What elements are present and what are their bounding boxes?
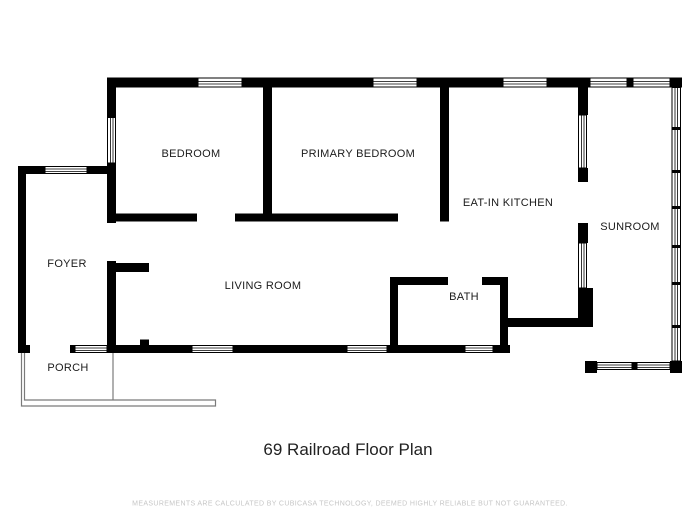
wall-segment [482,277,508,285]
wall-segment [18,166,45,174]
wall-segment [578,288,593,327]
wall-segment [547,77,590,88]
window-symbol [346,345,388,353]
wall-segment [578,87,588,115]
wall-segment [107,345,192,353]
window-symbol [596,362,633,370]
window-divider [671,282,681,285]
wall-segment [87,166,115,174]
wall-corner [670,77,682,88]
window-symbol [578,114,587,169]
window-symbol [671,87,681,362]
wall-segment [390,277,398,353]
window-divider [671,127,681,130]
wall-segment [508,318,593,327]
window-symbol [44,166,88,174]
wall-segment [390,277,448,285]
wall-segment [107,163,116,223]
room-label-sunroom: SUNROOM [600,221,660,233]
room-label-primary-bedroom: PRIMARY BEDROOM [300,148,416,160]
plan-title: 69 Railroad Floor Plan [263,440,433,459]
window-symbol [74,345,108,353]
window-symbol [197,77,243,88]
window-divider [627,77,633,88]
wall-segment [493,345,510,353]
window-divider [632,362,637,370]
wall-segment [263,87,272,222]
porch-outline [20,353,217,407]
wall-segment [578,223,588,243]
window-divider [671,325,681,328]
wall-segment [108,263,149,272]
disclaimer-text: MEASUREMENTS ARE CALCULATED BY CUBICASA … [132,500,568,508]
room-label-bath: BATH [449,291,479,303]
room-label-living-room: LIVING ROOM [224,280,302,292]
room-label-eat-in-kitchen: EAT-IN KITCHEN [462,197,554,209]
wall-segment [233,345,347,353]
room-label-porch: PORCH [47,362,89,374]
wall-segment [107,261,116,353]
window-divider [671,245,681,248]
wall-segment [18,345,30,353]
wall-corner [585,361,597,373]
wall-segment [578,168,588,182]
wall-segment [107,77,198,88]
wall-segment [500,277,508,353]
room-label-foyer: FOYER [47,258,87,270]
window-symbol [632,77,671,88]
window-symbol [636,362,671,370]
door-jamb [140,339,149,346]
wall-segment [107,213,197,222]
window-symbol [578,242,587,289]
wall-segment [107,77,116,118]
wall-segment [235,213,398,222]
wall-segment [417,77,503,88]
window-symbol [464,345,494,353]
wall-segment [18,166,26,353]
wall-segment [242,77,373,88]
window-symbol [372,77,418,88]
window-symbol [589,77,628,88]
window-symbol [502,77,548,88]
room-label-bedroom: BEDROOM [161,148,221,160]
window-divider [70,345,75,353]
window-symbol [107,117,116,164]
window-symbol [191,345,234,353]
window-divider [671,206,681,209]
window-divider [671,170,681,173]
wall-corner [670,361,682,373]
wall-segment [387,345,465,353]
wall-segment [440,87,449,222]
